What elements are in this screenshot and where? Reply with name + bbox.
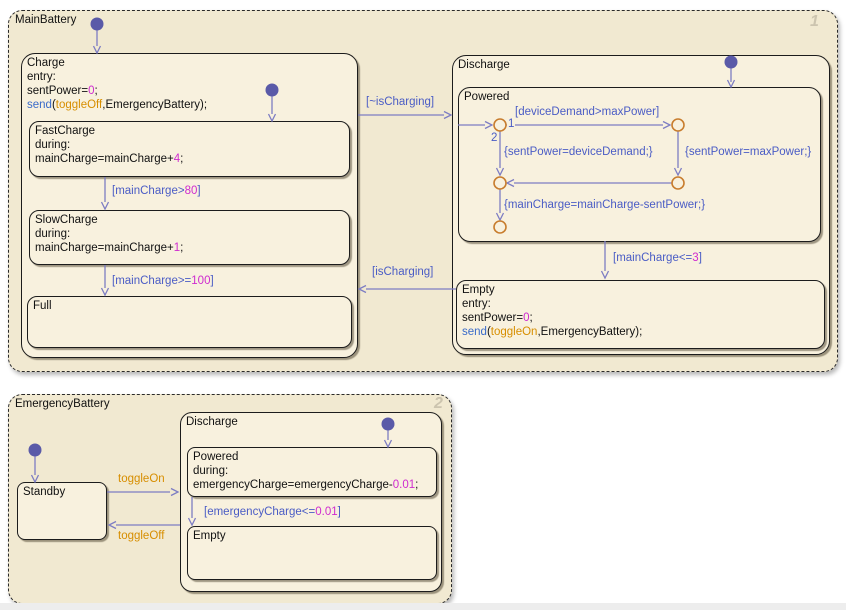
code-text: ;	[529, 312, 533, 324]
code-text: ,EmergencyBattery);	[537, 326, 643, 338]
state-empty-main-action-set: sentPower=0;	[462, 311, 820, 325]
code-text: emergencyCharge=emergencyCharge-	[193, 479, 393, 491]
canvas-bottom-edge	[0, 603, 846, 610]
state-slow-charge-title: SlowCharge	[35, 214, 98, 226]
label-text: ]	[337, 506, 341, 518]
label-toggleon-event[interactable]: toggleOn	[118, 473, 165, 485]
state-fast-charge[interactable]: FastCharge during: mainCharge=mainCharge…	[29, 121, 350, 177]
label-maincharge-gt-80[interactable]: [mainCharge>80]	[112, 185, 201, 197]
label-text: ]	[197, 185, 201, 197]
code-number: 4	[173, 153, 181, 165]
state-slow-charge-action: mainCharge=mainCharge+1;	[35, 241, 345, 255]
code-keyword: send	[27, 99, 52, 111]
state-fast-charge-title: FastCharge	[35, 125, 96, 137]
label-text: [mainCharge>	[112, 185, 185, 197]
label-ischarging[interactable]: [isCharging]	[372, 266, 434, 278]
code-text: ;	[180, 153, 184, 165]
state-slow-charge-during-label: during:	[35, 228, 71, 240]
code-number: 1	[173, 242, 181, 254]
state-fast-charge-during-label: during:	[35, 139, 71, 151]
state-full[interactable]: Full	[27, 296, 352, 348]
label-not-ischarging[interactable]: [~isCharging]	[366, 96, 435, 108]
state-charge-action-send: send(toggleOff,EmergencyBattery);	[27, 98, 353, 112]
state-empty-main-entry-label: entry:	[462, 298, 491, 310]
state-powered-main-title: Powered	[464, 91, 510, 103]
code-text: mainCharge=mainCharge+	[35, 242, 174, 254]
state-powered-main[interactable]: Powered	[458, 87, 821, 242]
code-number: 0	[523, 312, 530, 324]
code-text: (	[51, 99, 56, 111]
label-toggleoff-event[interactable]: toggleOff	[118, 530, 165, 542]
label-text: [mainCharge>=	[112, 275, 192, 287]
state-slow-charge[interactable]: SlowCharge during: mainCharge=mainCharge…	[29, 210, 350, 265]
state-empty-main-title: Empty	[462, 284, 495, 296]
label-devicedemand-condition[interactable]: [deviceDemand>maxPower]	[515, 106, 660, 118]
code-text: mainCharge=mainCharge+	[35, 153, 174, 165]
label-action-sentpower-maxpower[interactable]: {sentPower=maxPower;}	[685, 146, 812, 158]
label-action-maincharge-drain[interactable]: {mainCharge=mainCharge-sentPower;}	[504, 199, 706, 211]
code-text: ;	[180, 242, 184, 254]
state-standby-title: Standby	[23, 486, 66, 498]
label-priority-1[interactable]: 1	[507, 118, 516, 130]
state-empty-emergency-title: Empty	[193, 530, 226, 542]
emergency-battery-title: EmergencyBattery	[15, 398, 110, 410]
state-powered-emergency[interactable]: Powered during: emergencyCharge=emergenc…	[187, 447, 437, 497]
code-text: sentPower=	[27, 85, 89, 97]
label-text: ]	[210, 275, 214, 287]
code-text: ,EmergencyBattery);	[102, 99, 208, 111]
subchart-badge-2: 2	[434, 395, 443, 412]
label-number: 3	[692, 252, 699, 264]
label-text: [emergencyCharge<=	[204, 506, 316, 518]
code-text: (	[486, 326, 491, 338]
main-battery-title: MainBattery	[15, 14, 77, 26]
code-event: toggleOff	[55, 99, 103, 111]
state-charge-entry-label: entry:	[27, 71, 56, 83]
state-empty-emergency[interactable]: Empty	[187, 526, 437, 580]
code-event: toggleOn	[490, 326, 538, 338]
label-maincharge-gte-100[interactable]: [mainCharge>=100]	[112, 275, 214, 287]
label-text: [mainCharge<=	[613, 252, 693, 264]
label-number: 0.01	[315, 506, 338, 518]
subchart-badge-1: 1	[810, 13, 819, 30]
label-priority-2[interactable]: 2	[491, 132, 498, 144]
label-number: 100	[191, 275, 211, 287]
state-discharge-emergency-title: Discharge	[186, 416, 238, 428]
state-empty-main[interactable]: Empty entry: sentPower=0; send(toggleOn,…	[456, 280, 825, 349]
state-charge-title: Charge	[27, 57, 65, 69]
label-text: ]	[698, 252, 702, 264]
code-text: sentPower=	[462, 312, 524, 324]
state-powered-emergency-during-label: during:	[193, 465, 229, 477]
label-action-sentpower-devicedemand[interactable]: {sentPower=deviceDemand;}	[504, 146, 653, 158]
state-full-title: Full	[33, 300, 52, 312]
code-number: 0	[88, 85, 95, 97]
state-powered-emergency-action: emergencyCharge=emergencyCharge-0.01;	[193, 478, 432, 492]
state-fast-charge-action: mainCharge=mainCharge+4;	[35, 152, 345, 166]
label-number: 80	[184, 185, 198, 197]
state-empty-main-action-send: send(toggleOn,EmergencyBattery);	[462, 325, 820, 339]
label-emergencycharge-lte-001[interactable]: [emergencyCharge<=0.01]	[204, 506, 341, 518]
code-number: 0.01	[392, 479, 416, 491]
code-keyword: send	[462, 326, 487, 338]
code-text: ;	[94, 85, 98, 97]
label-maincharge-lte-3[interactable]: [mainCharge<=3]	[613, 252, 702, 264]
code-text: ;	[415, 479, 419, 491]
state-discharge-main-title: Discharge	[458, 59, 510, 71]
state-standby[interactable]: Standby	[17, 482, 107, 540]
state-powered-emergency-title: Powered	[193, 451, 239, 463]
state-charge-action-set: sentPower=0;	[27, 84, 353, 98]
